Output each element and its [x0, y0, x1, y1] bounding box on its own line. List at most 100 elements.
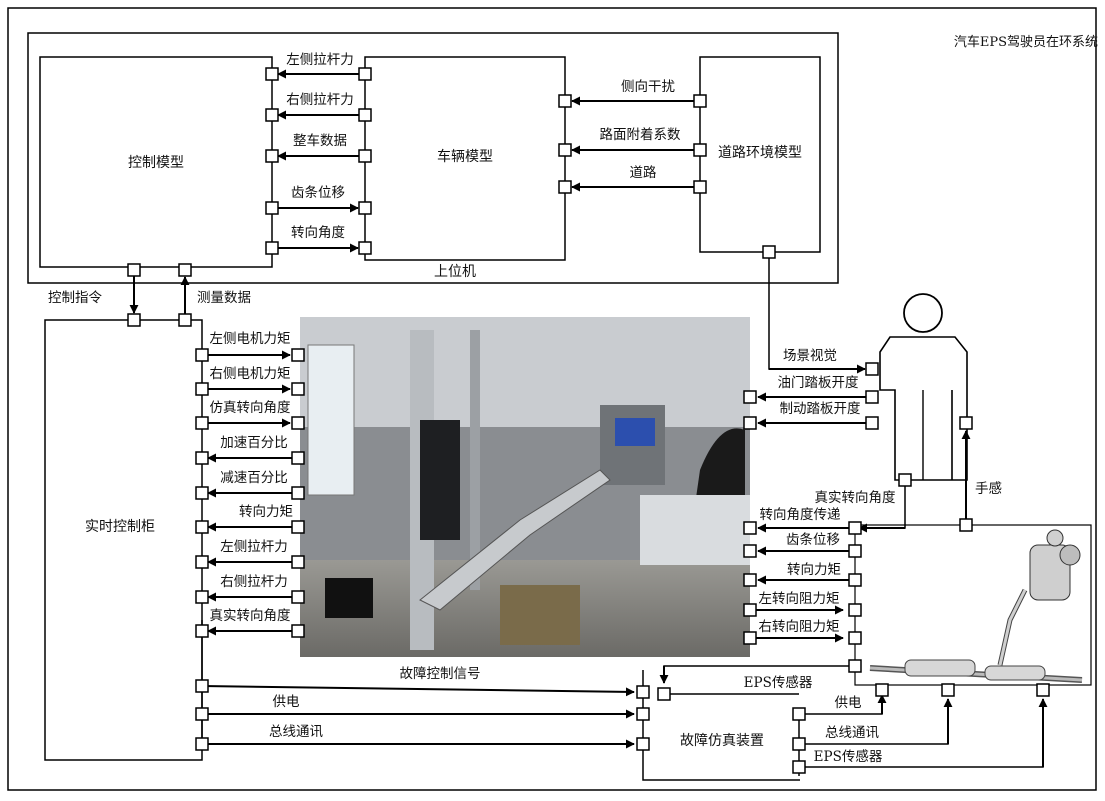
port-square — [849, 545, 861, 557]
port-square — [128, 264, 140, 276]
bus-label-right: 总线通讯 — [825, 725, 879, 741]
signal-vehicle-data: 整车数据 — [293, 132, 347, 149]
upper-pc-label: 上位机 — [434, 264, 476, 280]
port-square — [292, 556, 304, 568]
hand-feel-label: 手感 — [975, 480, 1002, 497]
port-square — [744, 632, 756, 644]
port-square — [196, 625, 208, 637]
measurement-data-label: 测量数据 — [197, 290, 251, 306]
port-square — [196, 556, 208, 568]
port-square — [266, 202, 278, 214]
port-square — [637, 708, 649, 720]
port-square — [179, 314, 191, 326]
port-square — [559, 144, 571, 156]
signal-right-tie-rod-force-rt: 右侧拉杆力 — [220, 574, 288, 590]
signal-left-tie-rod-force-rt: 左侧拉杆力 — [220, 539, 288, 555]
power-label: 供电 — [273, 694, 300, 710]
eps-steering-gear-icon — [870, 530, 1082, 680]
real-steer-angle-label: 真实转向角度 — [815, 490, 896, 506]
power-label-right: 供电 — [835, 695, 862, 711]
port-square — [292, 349, 304, 361]
test-bench-photo — [300, 317, 750, 657]
port-square — [793, 761, 805, 773]
rt-cabinet-box — [45, 320, 202, 760]
signal-left-tie-rod-force: 左侧拉杆力 — [286, 52, 354, 68]
signal-scene-vision: 场景视觉 — [783, 348, 837, 364]
port-square — [793, 738, 805, 750]
port-square — [866, 417, 878, 429]
port-square — [960, 417, 972, 429]
eps-sensor-label-bottom: EPS传感器 — [814, 748, 883, 765]
signal-throttle: 油门踏板开度 — [778, 375, 859, 391]
port-square — [196, 680, 208, 692]
signal-decel-percent: 减速百分比 — [220, 470, 288, 486]
signal-lateral-disturbance: 侧向干扰 — [621, 79, 675, 95]
control-command-label: 控制指令 — [48, 290, 102, 306]
port-square — [876, 684, 888, 696]
signal-right-tie-rod-force: 右侧拉杆力 — [286, 92, 354, 108]
signal-steering-angle: 转向角度 — [291, 225, 345, 241]
port-square — [744, 417, 756, 429]
eps-sensor-label-top: EPS传感器 — [744, 674, 813, 691]
port-square — [196, 521, 208, 533]
control-model-label: 控制模型 — [128, 155, 184, 171]
port-square — [292, 591, 304, 603]
signal-sim-steer-angle: 仿真转向角度 — [210, 400, 291, 416]
port-square — [196, 738, 208, 750]
signal-brake: 制动踏板开度 — [780, 401, 861, 417]
driver-figure-icon — [880, 294, 967, 480]
port-square — [359, 150, 371, 162]
port-square — [292, 521, 304, 533]
port-square — [128, 314, 140, 326]
port-square — [359, 202, 371, 214]
port-square — [559, 181, 571, 193]
port-square — [637, 686, 649, 698]
port-square — [658, 688, 670, 700]
port-square — [266, 109, 278, 121]
port-square — [744, 604, 756, 616]
port-square — [1037, 684, 1049, 696]
port-square — [744, 574, 756, 586]
signal-accel-percent: 加速百分比 — [220, 435, 288, 451]
port-square — [196, 349, 208, 361]
port-square — [694, 181, 706, 193]
port-square — [266, 68, 278, 80]
fault-device-label: 故障仿真装置 — [680, 733, 764, 749]
signal-right-resist-torque: 右转向阻力矩 — [759, 619, 840, 635]
road-model-label: 道路环境模型 — [718, 145, 802, 161]
port-square — [292, 383, 304, 395]
bus-label: 总线通讯 — [269, 724, 323, 740]
signal-left-resist-torque: 左转向阻力矩 — [759, 591, 840, 607]
port-square — [266, 242, 278, 254]
port-square — [849, 574, 861, 586]
signal-left-motor-torque: 左侧电机力矩 — [210, 331, 291, 347]
port-square — [866, 391, 878, 403]
port-square — [763, 246, 775, 258]
port-square — [359, 242, 371, 254]
signal-rack-displacement: 齿条位移 — [291, 184, 345, 201]
port-square — [359, 68, 371, 80]
port-square — [637, 738, 649, 750]
port-square — [559, 95, 571, 107]
signal-road-adhesion: 路面附着系数 — [600, 126, 681, 143]
port-square — [793, 708, 805, 720]
rt-cabinet-label: 实时控制柜 — [85, 519, 155, 535]
vehicle-model-label: 车辆模型 — [437, 148, 493, 165]
port-square — [849, 632, 861, 644]
port-square — [292, 417, 304, 429]
fault-control-signal-label: 故障控制信号 — [400, 666, 481, 682]
port-square — [196, 452, 208, 464]
signal-steer-torque-eps: 转向力矩 — [787, 562, 841, 578]
signal-steer-torque: 转向力矩 — [239, 504, 293, 520]
port-square — [359, 109, 371, 121]
port-square — [196, 383, 208, 395]
port-square — [942, 684, 954, 696]
port-square — [292, 625, 304, 637]
diagram-title: 汽车EPS驾驶员在环系统 — [954, 34, 1098, 50]
port-square — [292, 452, 304, 464]
port-square — [196, 708, 208, 720]
port-square — [849, 660, 861, 672]
port-square — [196, 417, 208, 429]
signal-real-steer-angle-rt: 真实转向角度 — [210, 608, 291, 624]
port-square — [694, 144, 706, 156]
